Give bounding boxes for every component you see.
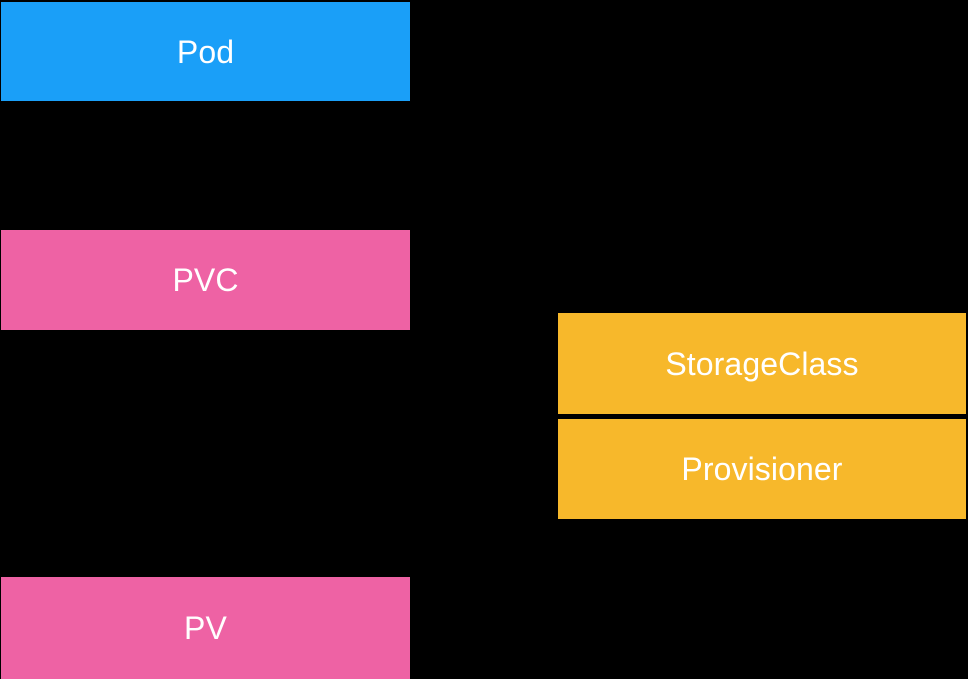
node-storageclass-label: StorageClass bbox=[665, 345, 859, 382]
node-pvc-label: PVC bbox=[172, 262, 239, 298]
node-provisioner[interactable]: Provisioner bbox=[558, 419, 966, 519]
node-pvc[interactable]: PVC bbox=[1, 230, 410, 330]
edge-pvc-to-pv bbox=[175, 330, 185, 577]
node-pv-label: PV bbox=[184, 610, 227, 646]
node-pod-label: Pod bbox=[176, 33, 235, 70]
node-provisioner-label: Provisioner bbox=[681, 451, 843, 487]
node-pod[interactable]: Pod bbox=[1, 2, 410, 101]
edge-pod-to-pvc bbox=[173, 101, 183, 230]
edge-pvc-to-storageclass bbox=[410, 299, 558, 369]
node-storageclass[interactable]: StorageClass bbox=[558, 313, 966, 414]
node-pv[interactable]: PV bbox=[1, 577, 410, 679]
edge-provisioner-to-pv bbox=[410, 469, 558, 633]
